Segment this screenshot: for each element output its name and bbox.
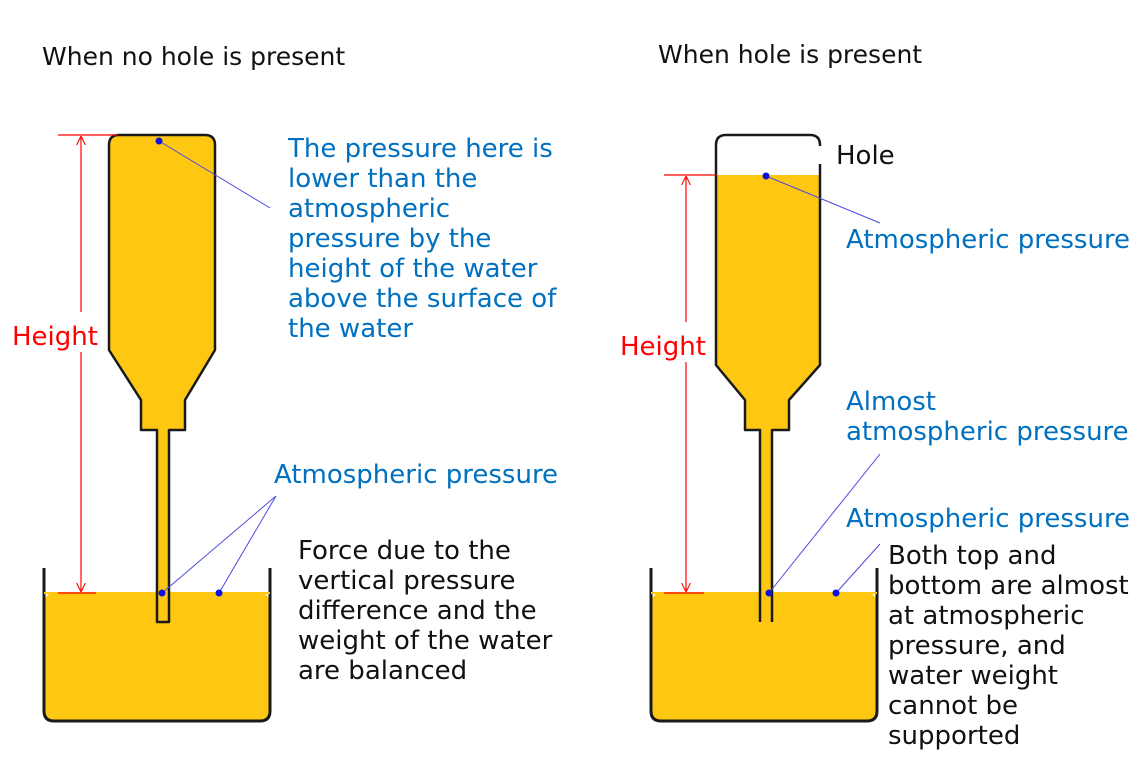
left-balance-note-line: difference and the	[298, 596, 537, 626]
left-top-note-line: lower than the	[288, 164, 478, 194]
almost-atmospheric-label: Almost atmospheric pressure	[846, 387, 1129, 447]
left-balance-note-line: vertical pressure	[298, 566, 516, 596]
right-panel-title: When hole is present	[658, 40, 923, 69]
right-height-dimension	[664, 174, 716, 594]
left-top-note: The pressure here is lower than the atmo…	[288, 134, 556, 344]
left-top-note-line: atmospheric	[288, 194, 451, 224]
right-atmospheric-label: Atmospheric pressure	[846, 504, 1131, 534]
right-top-pressure-dot	[762, 172, 770, 180]
left-top-note-line: pressure by the	[288, 224, 492, 254]
left-top-note-line: The pressure here is	[288, 134, 553, 164]
right-unsupported-note: Both top and bottom are almost at atmosp…	[888, 541, 1129, 751]
left-top-note-line: the water	[288, 314, 414, 344]
left-top-pressure-dot	[155, 137, 163, 145]
left-atmospheric-label: Atmospheric pressure	[274, 460, 559, 490]
right-unsupported-note-line: water weight	[888, 661, 1059, 691]
right-tube-surface-dot	[765, 589, 773, 597]
almost-atmospheric-line: Almost	[846, 387, 936, 417]
left-beaker-surface-dot	[215, 589, 223, 597]
left-top-note-line: above the surface of	[288, 284, 557, 314]
left-panel-title: When no hole is present	[42, 42, 346, 71]
hole-label: Hole	[836, 141, 895, 171]
right-height-label: Height	[620, 332, 706, 362]
left-balance-note: Force due to the vertical pressure diffe…	[298, 536, 552, 686]
left-balance-note-line: weight of the water	[298, 626, 553, 656]
right-unsupported-note-line: supported	[888, 721, 1021, 751]
left-top-note-line: height of the water	[288, 254, 538, 284]
right-unsupported-note-line: at atmospheric	[888, 601, 1085, 631]
right-unsupported-note-line: bottom are almost	[888, 571, 1129, 601]
left-height-dimension	[58, 134, 118, 594]
left-bottle	[107, 133, 217, 624]
right-bottle	[714, 133, 822, 622]
right-unsupported-note-line: pressure, and	[888, 631, 1066, 661]
left-balance-note-line: are balanced	[298, 656, 468, 686]
left-tube-surface-dot	[158, 589, 166, 597]
left-height-label: Height	[12, 322, 98, 352]
right-unsupported-note-line: cannot be	[888, 691, 1019, 721]
left-balance-note-line: Force due to the	[298, 536, 511, 566]
right-beaker-surface-dot	[832, 589, 840, 597]
almost-atmospheric-line: atmospheric pressure	[846, 417, 1129, 447]
left-leader-lines	[158, 140, 277, 594]
right-atmospheric-top-label: Atmospheric pressure	[846, 225, 1131, 255]
right-leader-lines	[765, 175, 881, 594]
right-unsupported-note-line: Both top and	[888, 541, 1057, 571]
